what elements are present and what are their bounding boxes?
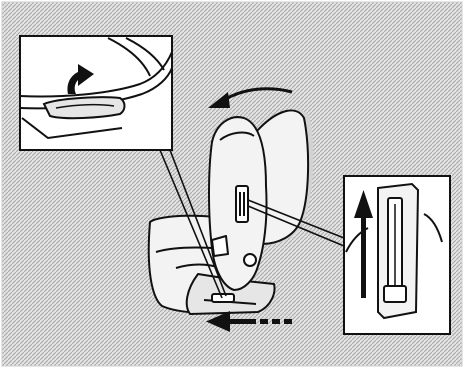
latch-knob [244,254,256,266]
strap-tab [384,286,406,302]
release-slot [236,186,248,222]
inset-release-strap [344,176,450,334]
slide-lever [212,294,234,302]
inset-slide-lever [20,36,172,150]
hinge-bracket [212,236,228,256]
